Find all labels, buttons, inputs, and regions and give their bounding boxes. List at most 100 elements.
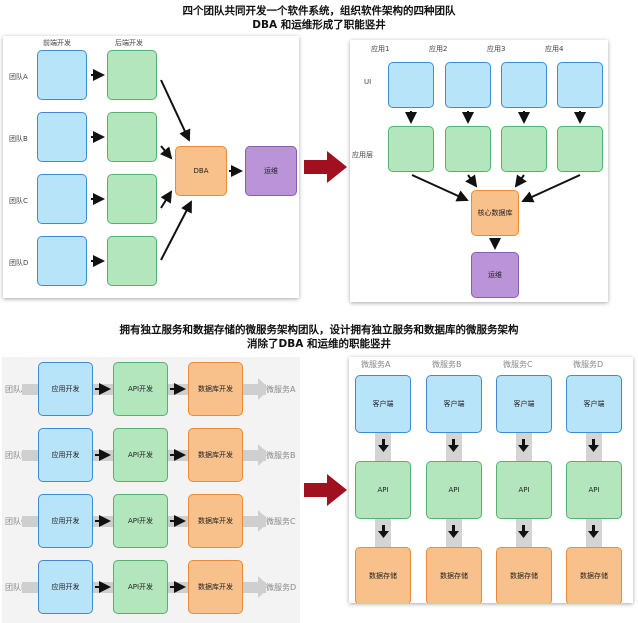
ms-service-label-c: 微服务C [266,516,296,527]
microservice-architecture-connectors [375,431,602,551]
ops-box: 运维 [245,146,297,196]
api-label-d: API [588,486,600,494]
frontend-box-b [37,112,87,162]
api-dev-box-b: API开发 [113,428,168,482]
ms-service-label-b: 微服务B [266,450,296,461]
client-label-a: 客户端 [372,400,394,408]
app-header-3: 应用3 [487,45,506,53]
ui-box-2 [445,62,491,108]
storage-box-c: 数据存储 [496,547,552,603]
db-dev-box-d: 数据库开发 [188,560,243,614]
api-box-c: API [496,461,552,519]
db-dev-label-b: 数据库开发 [198,451,233,459]
team-label-b: 团队B [9,135,28,143]
ms-service-label-a: 微服务A [266,384,296,395]
client-box-a: 客户端 [355,375,411,433]
dba-label: DBA [193,167,209,175]
app-header-1: 应用1 [371,45,390,53]
api-box-a: API [355,461,411,519]
app-header-2: 应用2 [429,45,448,53]
storage-label-c: 数据存储 [510,572,538,580]
core-db-label: 核心数据库 [477,209,513,217]
api-dev-label-b: API开发 [127,451,154,459]
ms-team-label-c: 团队C [5,517,27,526]
api-box-d: API [566,461,622,519]
team-structure-arrows [91,69,243,267]
ms-arch-header-b: 微服务B [432,360,462,369]
ms-arch-header-d: 微服务D [573,360,604,369]
ms-arch-header-a: 微服务A [361,360,391,369]
api-label-b: API [448,486,460,494]
ms-team-label-a: 团队A [5,385,27,394]
frontend-box-d [37,236,87,286]
app-dev-box-a: 应用开发 [38,362,93,416]
microservice-team-panel: 团队A 团队B 团队C 团队D 应用开 [2,357,300,623]
ui-box-4 [557,62,603,108]
app-dev-box-d: 应用开发 [38,560,93,614]
app-dev-label-c: 应用开发 [51,517,80,525]
bottom-title-line1: 拥有独立服务和数据存储的微服务架构团队，设计拥有独立服务和数据库的微服务架构 [119,324,519,336]
app-dev-label-d: 应用开发 [51,583,80,591]
ui-layer-label: UI [364,78,372,86]
team-label-a: 团队A [9,73,28,81]
client-label-c: 客户端 [513,400,535,408]
bottom-title-line2: 消除了DBA 和运维的职能竖井 [246,338,391,350]
ms-team-label-d: 团队D [5,583,28,592]
backend-box-d [107,236,157,286]
client-box-c: 客户端 [496,375,552,433]
app-box-1 [388,126,434,172]
app-architecture-panel: 应用1 应用2 应用3 应用4 UI 应用层 核心数据库 运维 [350,40,608,302]
api-box-b: API [426,461,482,519]
storage-label-a: 数据存储 [369,572,397,580]
app-box-3 [501,126,547,172]
top-title: 四个团队共同开发一个软件系统，组织软件架构的四种团队 DBA 和运维形成了职能竖… [0,4,638,32]
microservice-architecture-panel: 微服务A 微服务B 微服务C 微服务D 客户端 客户端 客户端 客户端 API … [349,357,633,603]
team-structure-panel: 前端开发 后端开发 团队A 团队B 团队C 团队D DBA 运维 [3,36,299,298]
api-label-a: API [377,486,389,494]
storage-box-a: 数据存储 [355,547,411,603]
app-dev-box-b: 应用开发 [38,428,93,482]
db-dev-box-a: 数据库开发 [188,362,243,416]
api-dev-box-c: API开发 [113,494,168,548]
app-dev-label-a: 应用开发 [51,385,80,393]
api-dev-label-c: API开发 [127,517,154,525]
app-dev-box-c: 应用开发 [38,494,93,548]
col-header-frontend: 前端开发 [43,39,71,47]
core-db-box: 核心数据库 [471,190,519,236]
frontend-box-c [37,174,87,224]
team-label-d: 团队D [9,259,29,267]
app-header-4: 应用4 [545,45,564,53]
ms-team-label-b: 团队B [5,451,27,460]
top-title-line1: 四个团队共同开发一个软件系统，组织软件架构的四种团队 [182,5,456,17]
db-dev-box-c: 数据库开发 [188,494,243,548]
ui-box-3 [501,62,547,108]
storage-label-b: 数据存储 [440,572,468,580]
ops-box-right: 运维 [471,252,519,298]
api-dev-label-a: API开发 [127,385,154,393]
client-box-b: 客户端 [426,375,482,433]
api-dev-box-d: API开发 [113,560,168,614]
ms-arch-header-c: 微服务C [503,360,533,369]
client-label-d: 客户端 [583,400,605,408]
api-label-c: API [518,486,530,494]
client-box-d: 客户端 [566,375,622,433]
app-architecture-arrows [405,111,586,250]
frontend-box-a [37,50,87,100]
storage-label-d: 数据存储 [580,572,608,580]
col-header-backend: 后端开发 [115,39,143,47]
ms-service-label-d: 微服务D [266,582,297,593]
db-dev-label-c: 数据库开发 [198,517,233,525]
app-box-2 [445,126,491,172]
backend-box-a [107,50,157,100]
dba-box: DBA [175,146,227,196]
top-title-line2: DBA 和运维形成了职能竖井 [252,19,386,31]
app-box-4 [557,126,603,172]
storage-box-d: 数据存储 [566,547,622,603]
ui-box-1 [388,62,434,108]
api-dev-label-d: API开发 [127,583,154,591]
ops-label: 运维 [264,167,278,175]
storage-box-b: 数据存储 [426,547,482,603]
team-label-c: 团队C [9,197,28,205]
backend-box-b [107,112,157,162]
app-layer-label: 应用层 [352,151,373,159]
